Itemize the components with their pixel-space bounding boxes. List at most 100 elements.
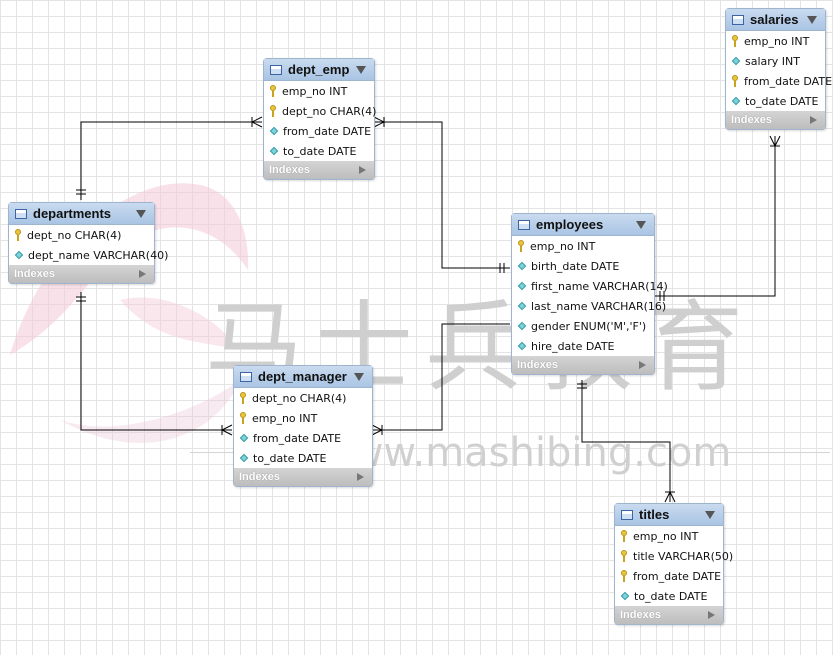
- column-row[interactable]: dept_name VARCHAR(40): [9, 245, 168, 265]
- table-header[interactable]: dept_emp: [264, 59, 374, 81]
- link-dept-manager-employees: [372, 323, 510, 431]
- column-label: to_date DATE: [634, 589, 708, 603]
- column-row[interactable]: dept_no CHAR(4): [264, 101, 376, 121]
- collapse-arrow-icon[interactable]: [705, 511, 715, 519]
- table-name: titles: [639, 507, 670, 522]
- expand-arrow-icon[interactable]: [708, 611, 715, 619]
- column-label: from_date DATE: [283, 124, 372, 138]
- key-icon: [239, 412, 248, 424]
- key-icon: [269, 85, 278, 97]
- column-row[interactable]: hire_date DATE: [512, 336, 654, 356]
- table-name: departments: [33, 206, 112, 221]
- column-row[interactable]: emp_no INT: [234, 408, 372, 428]
- column-label: emp_no INT: [744, 34, 810, 48]
- key-icon: [620, 530, 629, 542]
- collapse-arrow-icon[interactable]: [807, 16, 817, 24]
- link-employees-salaries: [655, 136, 776, 297]
- expand-arrow-icon[interactable]: [357, 473, 364, 481]
- column-row[interactable]: from_date DATE: [234, 428, 372, 448]
- column-label: emp_no INT: [252, 411, 318, 425]
- column-label: from_date DATE: [253, 431, 342, 445]
- indexes-section[interactable]: Indexes: [512, 356, 654, 374]
- diamond-icon: [517, 261, 527, 271]
- indexes-section[interactable]: Indexes: [234, 468, 372, 486]
- column-row[interactable]: to_date DATE: [234, 448, 372, 468]
- column-row[interactable]: dept_no CHAR(4): [234, 388, 372, 408]
- column-row[interactable]: gender ENUM('M','F'): [512, 316, 654, 336]
- column-row[interactable]: birth_date DATE: [512, 256, 654, 276]
- table-departments[interactable]: departments dept_no CHAR(4) dept_name VA…: [8, 202, 168, 284]
- column-row[interactable]: to_date DATE: [264, 141, 374, 161]
- table-dept-manager[interactable]: dept_manager dept_no CHAR(4) emp_no INT …: [233, 365, 373, 487]
- link-dept-emp-employees: [374, 121, 510, 269]
- key-icon: [239, 392, 248, 404]
- indexes-section[interactable]: Indexes: [615, 606, 723, 624]
- column-label: dept_name VARCHAR(40): [28, 248, 169, 262]
- column-row[interactable]: dept_no CHAR(4): [9, 225, 154, 245]
- table-header[interactable]: employees: [512, 214, 654, 236]
- column-label: salary INT: [745, 54, 800, 68]
- column-label: gender ENUM('M','F'): [531, 319, 647, 333]
- column-row[interactable]: emp_no INT: [512, 236, 654, 256]
- column-row[interactable]: emp_no INT: [264, 81, 374, 101]
- key-icon: [517, 240, 526, 252]
- diamond-icon: [517, 341, 527, 351]
- table-header[interactable]: titles: [615, 504, 723, 526]
- collapse-arrow-icon[interactable]: [356, 66, 366, 74]
- expand-arrow-icon[interactable]: [139, 270, 146, 278]
- column-label: from_date DATE: [633, 569, 722, 583]
- table-dept-emp[interactable]: dept_emp emp_no INT dept_no CHAR(4) from…: [263, 58, 376, 180]
- diamond-icon: [239, 433, 249, 443]
- column-label: dept_no CHAR(4): [27, 228, 122, 242]
- indexes-section[interactable]: Indexes: [726, 111, 825, 129]
- column-row[interactable]: to_date DATE: [615, 586, 723, 606]
- table-salaries[interactable]: salaries emp_no INT salary INT from_date…: [725, 8, 832, 130]
- table-header[interactable]: salaries: [726, 9, 825, 31]
- column-label: to_date DATE: [253, 451, 327, 465]
- table-header[interactable]: dept_manager: [234, 366, 372, 388]
- column-row[interactable]: from_date DATE: [264, 121, 374, 141]
- column-row[interactable]: title VARCHAR(50): [615, 546, 733, 566]
- key-icon: [14, 229, 23, 241]
- expand-arrow-icon[interactable]: [359, 166, 366, 174]
- indexes-section[interactable]: Indexes: [264, 161, 374, 179]
- diamond-icon: [517, 301, 527, 311]
- indexes-section[interactable]: Indexes: [9, 265, 154, 283]
- table-employees[interactable]: employees emp_no INT birth_date DATE fir…: [511, 213, 668, 375]
- column-row[interactable]: salary INT: [726, 51, 825, 71]
- table-header[interactable]: departments: [9, 203, 154, 225]
- expand-arrow-icon[interactable]: [639, 361, 646, 369]
- column-row[interactable]: emp_no INT: [726, 31, 825, 51]
- column-row[interactable]: from_date DATE: [726, 71, 832, 91]
- column-label: title VARCHAR(50): [633, 549, 734, 563]
- column-row[interactable]: first_name VARCHAR(14): [512, 276, 668, 296]
- key-icon: [731, 35, 740, 47]
- diamond-icon: [517, 321, 527, 331]
- collapse-arrow-icon[interactable]: [636, 221, 646, 229]
- expand-arrow-icon[interactable]: [810, 116, 817, 124]
- diamond-icon: [620, 591, 630, 601]
- column-row[interactable]: emp_no INT: [615, 526, 723, 546]
- collapse-arrow-icon[interactable]: [136, 210, 146, 218]
- table-titles[interactable]: titles emp_no INT title VARCHAR(50) from…: [614, 503, 733, 625]
- key-icon: [620, 570, 629, 582]
- link-departments-dept-manager: [80, 292, 232, 431]
- link-employees-titles: [581, 380, 671, 502]
- diamond-icon: [269, 146, 279, 156]
- collapse-arrow-icon[interactable]: [354, 373, 364, 381]
- column-row[interactable]: from_date DATE: [615, 566, 723, 586]
- key-icon: [620, 550, 629, 562]
- indexes-label: Indexes: [269, 164, 310, 176]
- column-label: last_name VARCHAR(16): [531, 299, 667, 313]
- column-label: emp_no INT: [530, 239, 596, 253]
- diamond-icon: [269, 126, 279, 136]
- link-departments-dept-emp: [80, 121, 262, 200]
- diamond-icon: [731, 96, 741, 106]
- column-row[interactable]: to_date DATE: [726, 91, 825, 111]
- indexes-label: Indexes: [620, 609, 661, 621]
- column-row[interactable]: last_name VARCHAR(16): [512, 296, 666, 316]
- column-label: emp_no INT: [633, 529, 699, 543]
- table-name: dept_emp: [288, 62, 350, 77]
